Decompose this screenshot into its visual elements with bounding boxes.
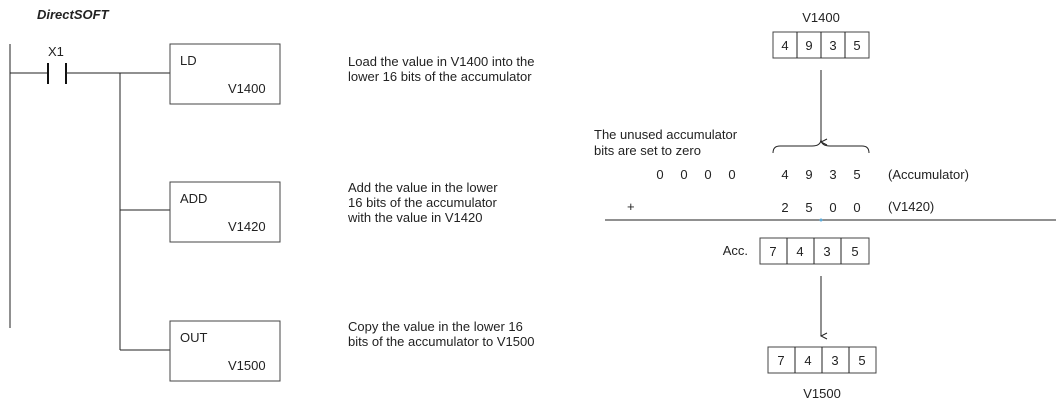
register-digit: 4 <box>781 38 788 53</box>
instruction-operand: V1500 <box>228 358 266 373</box>
source-register: V1400 4 9 3 5 <box>772 10 870 59</box>
description-line: Copy the value in the lower 16 <box>348 319 523 334</box>
result-accumulator: Acc. 7 4 3 5 <box>723 237 870 265</box>
addend-digit: 0 <box>829 200 836 215</box>
instruction-operand: V1400 <box>228 81 266 96</box>
description-line: Add the value in the lower <box>348 180 498 195</box>
accumulator-row: 0 0 0 0 4 9 3 5 (Accumulator) <box>656 167 969 182</box>
description-line: lower 16 bits of the accumulator <box>348 69 532 84</box>
addend-digit: 0 <box>853 200 860 215</box>
unused-note-line: The unused accumulator <box>594 127 738 142</box>
result-digit: 7 <box>769 244 776 259</box>
add-description: Add the value in the lower 16 bits of th… <box>347 180 498 225</box>
title: DirectSOFT <box>37 7 110 22</box>
instruction-operand: V1420 <box>228 219 266 234</box>
instruction-mnemonic: LD <box>180 53 197 68</box>
instruction-mnemonic: OUT <box>180 330 208 345</box>
description-line: Load the value in V1400 into the <box>348 54 534 69</box>
addend-digit: 5 <box>805 200 812 215</box>
addend-row: + 2 5 0 0 (V1420) <box>627 199 934 215</box>
accumulator-digit: 5 <box>853 167 860 182</box>
register-label: V1400 <box>802 10 840 25</box>
addend-digit: 2 <box>781 200 788 215</box>
accumulator-row-label: (Accumulator) <box>888 167 969 182</box>
register-digit: 3 <box>831 353 838 368</box>
accumulator-digit: 3 <box>829 167 836 182</box>
register-digit: 9 <box>805 38 812 53</box>
register-digit: 4 <box>804 353 811 368</box>
ld-instruction-box: LD V1400 <box>169 43 281 105</box>
accumulator-digit: 0 <box>656 167 663 182</box>
accumulator-digit: 0 <box>728 167 735 182</box>
accumulator-digit: 0 <box>704 167 711 182</box>
addend-row-label: (V1420) <box>888 199 934 214</box>
result-digit: 5 <box>851 244 858 259</box>
result-digit: 4 <box>796 244 803 259</box>
center-dot <box>819 218 823 222</box>
register-digit: 5 <box>858 353 865 368</box>
result-label: Acc. <box>723 243 748 258</box>
description-line: with the value in V1420 <box>347 210 482 225</box>
register-digit: 5 <box>853 38 860 53</box>
contact-label: X1 <box>48 44 64 59</box>
accumulator-digit: 9 <box>805 167 812 182</box>
add-instruction-box: ADD V1420 <box>169 181 281 243</box>
register-digit: 7 <box>777 353 784 368</box>
destination-register: 7 4 3 5 V1500 <box>767 346 877 401</box>
brace <box>772 138 870 154</box>
plus-sign: + <box>627 199 635 214</box>
ladder-rung: X1 LD V1400 ADD V1420 OUT V1500 <box>9 43 281 382</box>
register-digit: 3 <box>829 38 836 53</box>
instruction-mnemonic: ADD <box>180 191 207 206</box>
out-instruction-box: OUT V1500 <box>169 320 281 382</box>
description-line: 16 bits of the accumulator <box>348 195 498 210</box>
register-label: V1500 <box>803 386 841 401</box>
accumulator-digit: 4 <box>781 167 788 182</box>
out-description: Copy the value in the lower 16 bits of t… <box>348 319 534 349</box>
contact-x1 <box>47 63 67 84</box>
ld-description: Load the value in V1400 into the lower 1… <box>348 54 534 84</box>
result-digit: 3 <box>823 244 830 259</box>
unused-note-line: bits are set to zero <box>594 143 701 158</box>
description-line: bits of the accumulator to V1500 <box>348 334 534 349</box>
accumulator-digit: 0 <box>680 167 687 182</box>
